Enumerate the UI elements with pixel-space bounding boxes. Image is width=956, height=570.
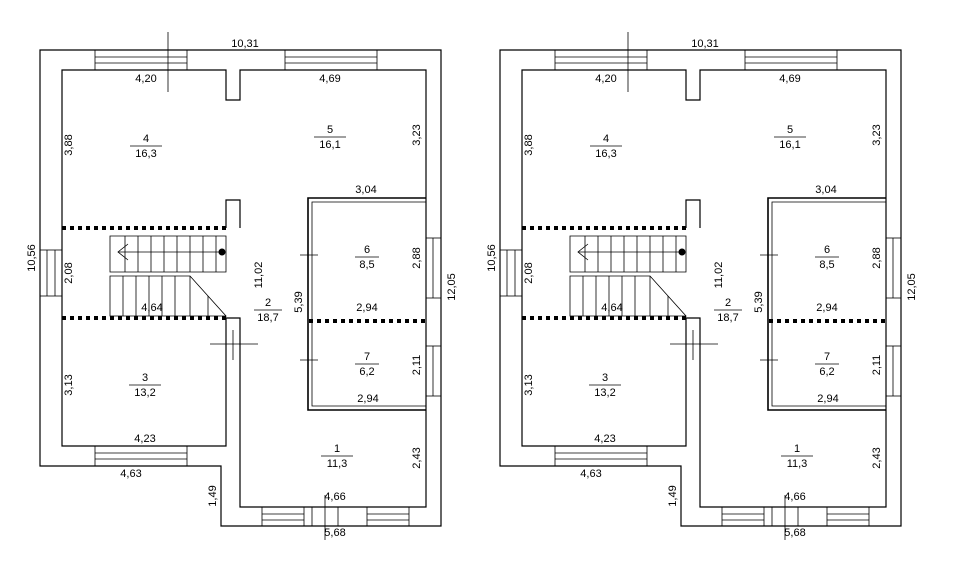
dim-room3-height: 3,13 xyxy=(523,374,535,395)
room-7-area: 6,2 xyxy=(359,366,374,378)
room-1-number: 1 xyxy=(794,443,800,455)
dim-left-height: 10,56 xyxy=(486,244,498,272)
room-2-number: 2 xyxy=(725,297,731,309)
dim-room7-bottom: 2,94 xyxy=(357,393,378,405)
dim-window-left: 2,08 xyxy=(63,262,75,283)
dim-right-height: 12,05 xyxy=(906,273,918,301)
dim-window-left: 2,08 xyxy=(523,262,535,283)
dim-room4-height: 3,88 xyxy=(63,134,75,155)
dim-room1-height: 2,43 xyxy=(871,447,883,468)
dim-room3-width: 4,23 xyxy=(594,433,615,445)
dim-top-left-window: 4,20 xyxy=(595,73,616,85)
floor-plan-left xyxy=(38,30,443,542)
dim-left-height: 10,56 xyxy=(26,244,38,272)
room-3-number: 3 xyxy=(142,372,148,384)
dim-top-width: 10,31 xyxy=(231,38,259,50)
room-1-area: 11,3 xyxy=(327,458,348,470)
room-2-area: 18,7 xyxy=(717,312,738,324)
room-3-area: 13,2 xyxy=(134,387,155,399)
room-5-area: 16,1 xyxy=(319,139,340,151)
dim-partition: 5,39 xyxy=(753,291,765,312)
dim-top-left-window: 4,20 xyxy=(135,73,156,85)
room-3-number: 3 xyxy=(602,372,608,384)
room-4-area: 16,3 xyxy=(595,148,616,160)
dim-right-height: 12,05 xyxy=(446,273,458,301)
dim-room7-height: 2,11 xyxy=(411,355,423,376)
room-1-area: 11,3 xyxy=(787,458,808,470)
dim-step-depth: 1,49 xyxy=(207,485,219,506)
dim-room6-top: 3,04 xyxy=(355,184,376,196)
room-6-number: 6 xyxy=(824,244,830,256)
dim-stair-width: 4,64 xyxy=(141,302,162,314)
room-6-number: 6 xyxy=(364,244,370,256)
dim-partition: 5,39 xyxy=(293,291,305,312)
dim-room7-bottom: 2,94 xyxy=(817,393,838,405)
room-2-number: 2 xyxy=(265,297,271,309)
dim-room1-height: 2,43 xyxy=(411,447,423,468)
dim-room6-top: 3,04 xyxy=(815,184,836,196)
dim-room3-width: 4,23 xyxy=(134,433,155,445)
room-4-area: 16,3 xyxy=(135,148,156,160)
dim-room1-width: 4,66 xyxy=(324,491,345,503)
room-2-area: 18,7 xyxy=(257,312,278,324)
floor-plan-right xyxy=(498,30,903,542)
dim-stair-width: 4,64 xyxy=(601,302,622,314)
dim-hall-length: 11,02 xyxy=(713,262,725,289)
room-5-number: 5 xyxy=(327,124,333,136)
dim-top-right-window: 4,69 xyxy=(319,73,340,85)
room-4-number: 4 xyxy=(603,133,609,145)
room-4-number: 4 xyxy=(143,133,149,145)
dim-bottom-width: 5,68 xyxy=(784,527,805,539)
room-6-area: 8,5 xyxy=(359,259,374,271)
dim-top-width: 10,31 xyxy=(691,38,719,50)
dim-room5-height: 3,23 xyxy=(411,124,423,145)
dim-room7-height: 2,11 xyxy=(871,355,883,376)
room-5-area: 16,1 xyxy=(779,139,800,151)
dim-room4-height: 3,88 xyxy=(523,134,535,155)
dim-bottom-left: 4,63 xyxy=(580,468,601,480)
dim-room6-bottom: 2,94 xyxy=(356,302,377,314)
dim-room5-height: 3,23 xyxy=(871,124,883,145)
dim-room6-height: 2,88 xyxy=(411,247,423,268)
dim-step-depth: 1,49 xyxy=(667,485,679,506)
room-1-number: 1 xyxy=(334,443,340,455)
dim-top-right-window: 4,69 xyxy=(779,73,800,85)
room-7-number: 7 xyxy=(364,351,370,363)
room-6-area: 8,5 xyxy=(819,259,834,271)
dim-room1-width: 4,66 xyxy=(784,491,805,503)
dim-bottom-left: 4,63 xyxy=(120,468,141,480)
room-7-area: 6,2 xyxy=(819,366,834,378)
room-3-area: 13,2 xyxy=(594,387,615,399)
dim-room3-height: 3,13 xyxy=(63,374,75,395)
plan-left-labels: 10,31 4,20 4,69 3,88 3,23 3,04 10,56 2,0… xyxy=(26,38,458,539)
dim-room6-bottom: 2,94 xyxy=(816,302,837,314)
room-5-number: 5 xyxy=(787,124,793,136)
plan-right-labels: 10,31 4,20 4,69 3,88 3,23 3,04 10,56 2,0… xyxy=(486,38,918,539)
dim-room6-height: 2,88 xyxy=(871,247,883,268)
dim-bottom-width: 5,68 xyxy=(324,527,345,539)
dim-hall-length: 11,02 xyxy=(253,262,265,289)
room-7-number: 7 xyxy=(824,351,830,363)
